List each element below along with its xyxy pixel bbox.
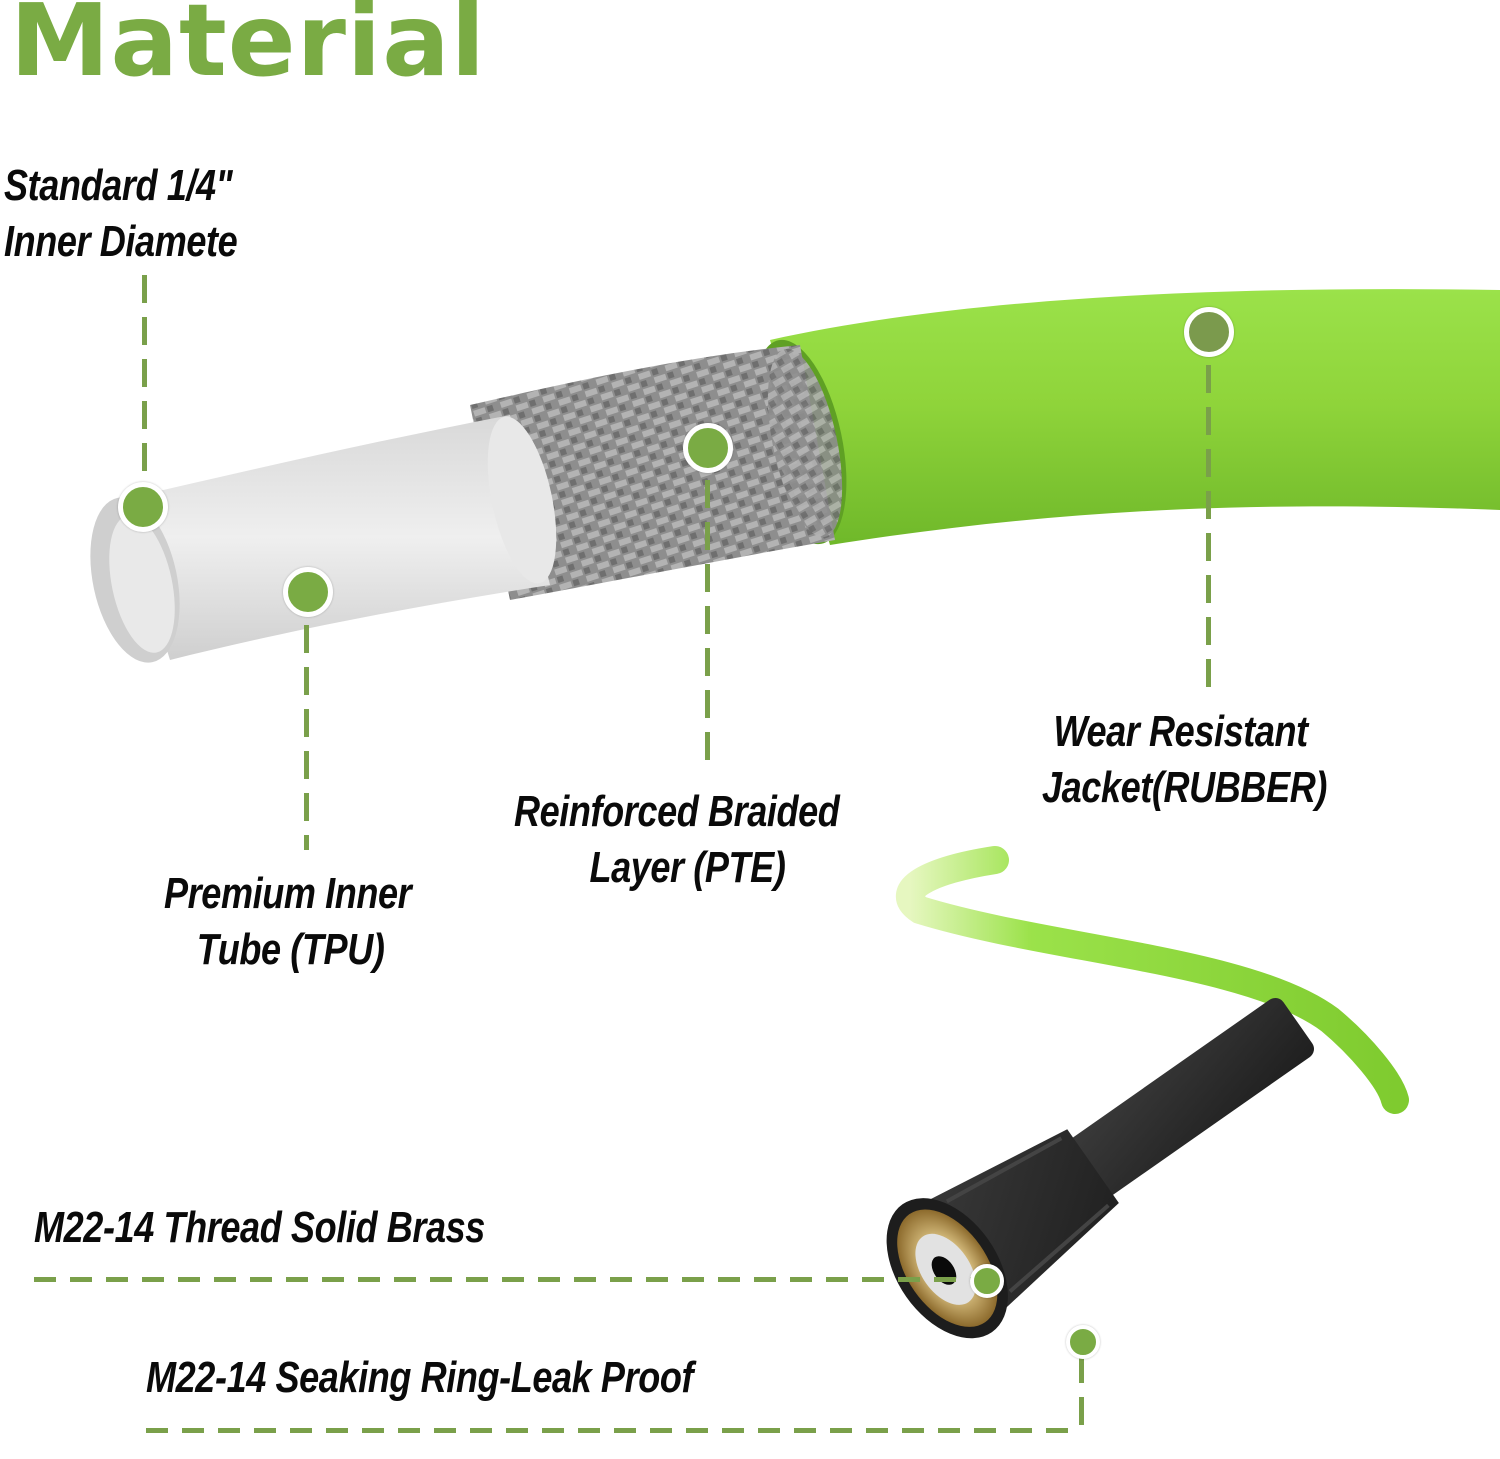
- callout-jacket-label: Wear Resistant Jacket(RUBBER): [1042, 704, 1327, 816]
- callout-inner-tube-dot-icon: [283, 567, 333, 617]
- callout-inner-tube-label: Premium Inner Tube (TPU): [164, 866, 412, 978]
- callout-line-1: Premium Inner: [164, 869, 412, 918]
- callout-line-1: Standard 1/4": [4, 161, 233, 210]
- callout-line-2: Inner Diamete: [4, 217, 238, 266]
- callout-line-2: Tube (TPU): [196, 925, 385, 974]
- callout-seal-ring-label: M22-14 Seaking Ring-Leak Proof: [146, 1353, 694, 1402]
- callout-inner-diameter-dot-icon: [118, 482, 168, 532]
- callout-jacket-line: [1206, 365, 1211, 690]
- callout-seal-ring-dot-icon: [1066, 1325, 1100, 1359]
- callout-thread-label: M22-14 Thread Solid Brass: [34, 1203, 485, 1252]
- callout-line-1: Reinforced Braided: [514, 787, 840, 836]
- callout-braided-layer-line: [705, 480, 710, 772]
- callout-seal-ring-vertical-line: [1079, 1355, 1084, 1431]
- callout-inner-tube-line: [304, 625, 309, 850]
- callout-inner-diameter-line: [142, 275, 147, 475]
- callout-thread-dot-icon: [970, 1264, 1004, 1298]
- callout-braided-layer-dot-icon: [683, 423, 733, 473]
- callout-jacket-dot-icon: [1184, 307, 1234, 357]
- page-title: Material: [10, 0, 486, 99]
- callout-line-2: Jacket(RUBBER): [1042, 763, 1327, 812]
- callout-seal-ring-line: [146, 1428, 1081, 1433]
- callout-line-1: Wear Resistant: [1053, 707, 1308, 756]
- callout-line-2: Layer (PTE): [589, 843, 786, 892]
- callout-thread-line: [34, 1277, 979, 1282]
- callout-inner-diameter-label: Standard 1/4" Inner Diamete: [4, 158, 238, 270]
- callout-braided-layer-label: Reinforced Braided Layer (PTE): [514, 784, 840, 896]
